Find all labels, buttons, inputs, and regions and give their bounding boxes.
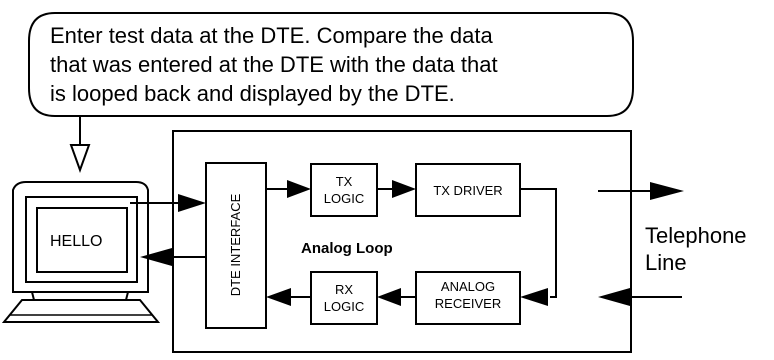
callout-bubble: Enter test data at the DTE. Compare the … [28,12,634,117]
arrow-dte-to-computer [140,248,206,266]
analog-receiver-label-1: ANALOG [441,279,495,294]
tx-logic-label-1: TX [336,174,353,189]
arrow-dte-to-tx-logic [266,180,311,198]
tx-logic-label-2: LOGIC [324,191,364,206]
arrow-tx-logic-to-driver [377,180,416,198]
screen-text: HELLO [50,233,102,250]
telephone-line-label-1: Telephone [645,223,747,248]
analog-loop-path [520,188,557,306]
arrow-rx-logic-to-dte [266,288,311,306]
telephone-line-label-2: Line [645,250,687,275]
callout-line-1: Enter test data at the DTE. Compare the … [50,23,493,48]
rx-logic-label-2: LOGIC [324,299,364,314]
tx-driver-label: TX DRIVER [433,183,502,198]
callout-line-2: that was entered at the DTE with the dat… [50,52,498,77]
arrow-line-out [598,182,684,200]
callout-line-3: is looped back and displayed by the DTE. [50,81,455,106]
dte-interface-block: DTE INTERFACE [205,162,267,329]
computer-icon: HELLO [1,181,161,323]
callout-pointer-arrow [69,117,91,173]
rx-logic-block: RX LOGIC [310,271,378,325]
arrow-computer-to-dte [130,194,206,212]
arrow-line-in [598,288,682,306]
tx-driver-block: TX DRIVER [415,163,521,217]
arrow-receiver-to-rx-logic [377,288,416,306]
analog-receiver-label-2: RECEIVER [435,296,501,311]
analog-receiver-block: ANALOG RECEIVER [415,271,521,325]
analog-loop-label: Analog Loop [301,240,393,257]
tx-logic-block: TX LOGIC [310,163,378,217]
dte-interface-label: DTE INTERFACE [228,193,243,296]
rx-logic-label-1: RX [335,282,353,297]
